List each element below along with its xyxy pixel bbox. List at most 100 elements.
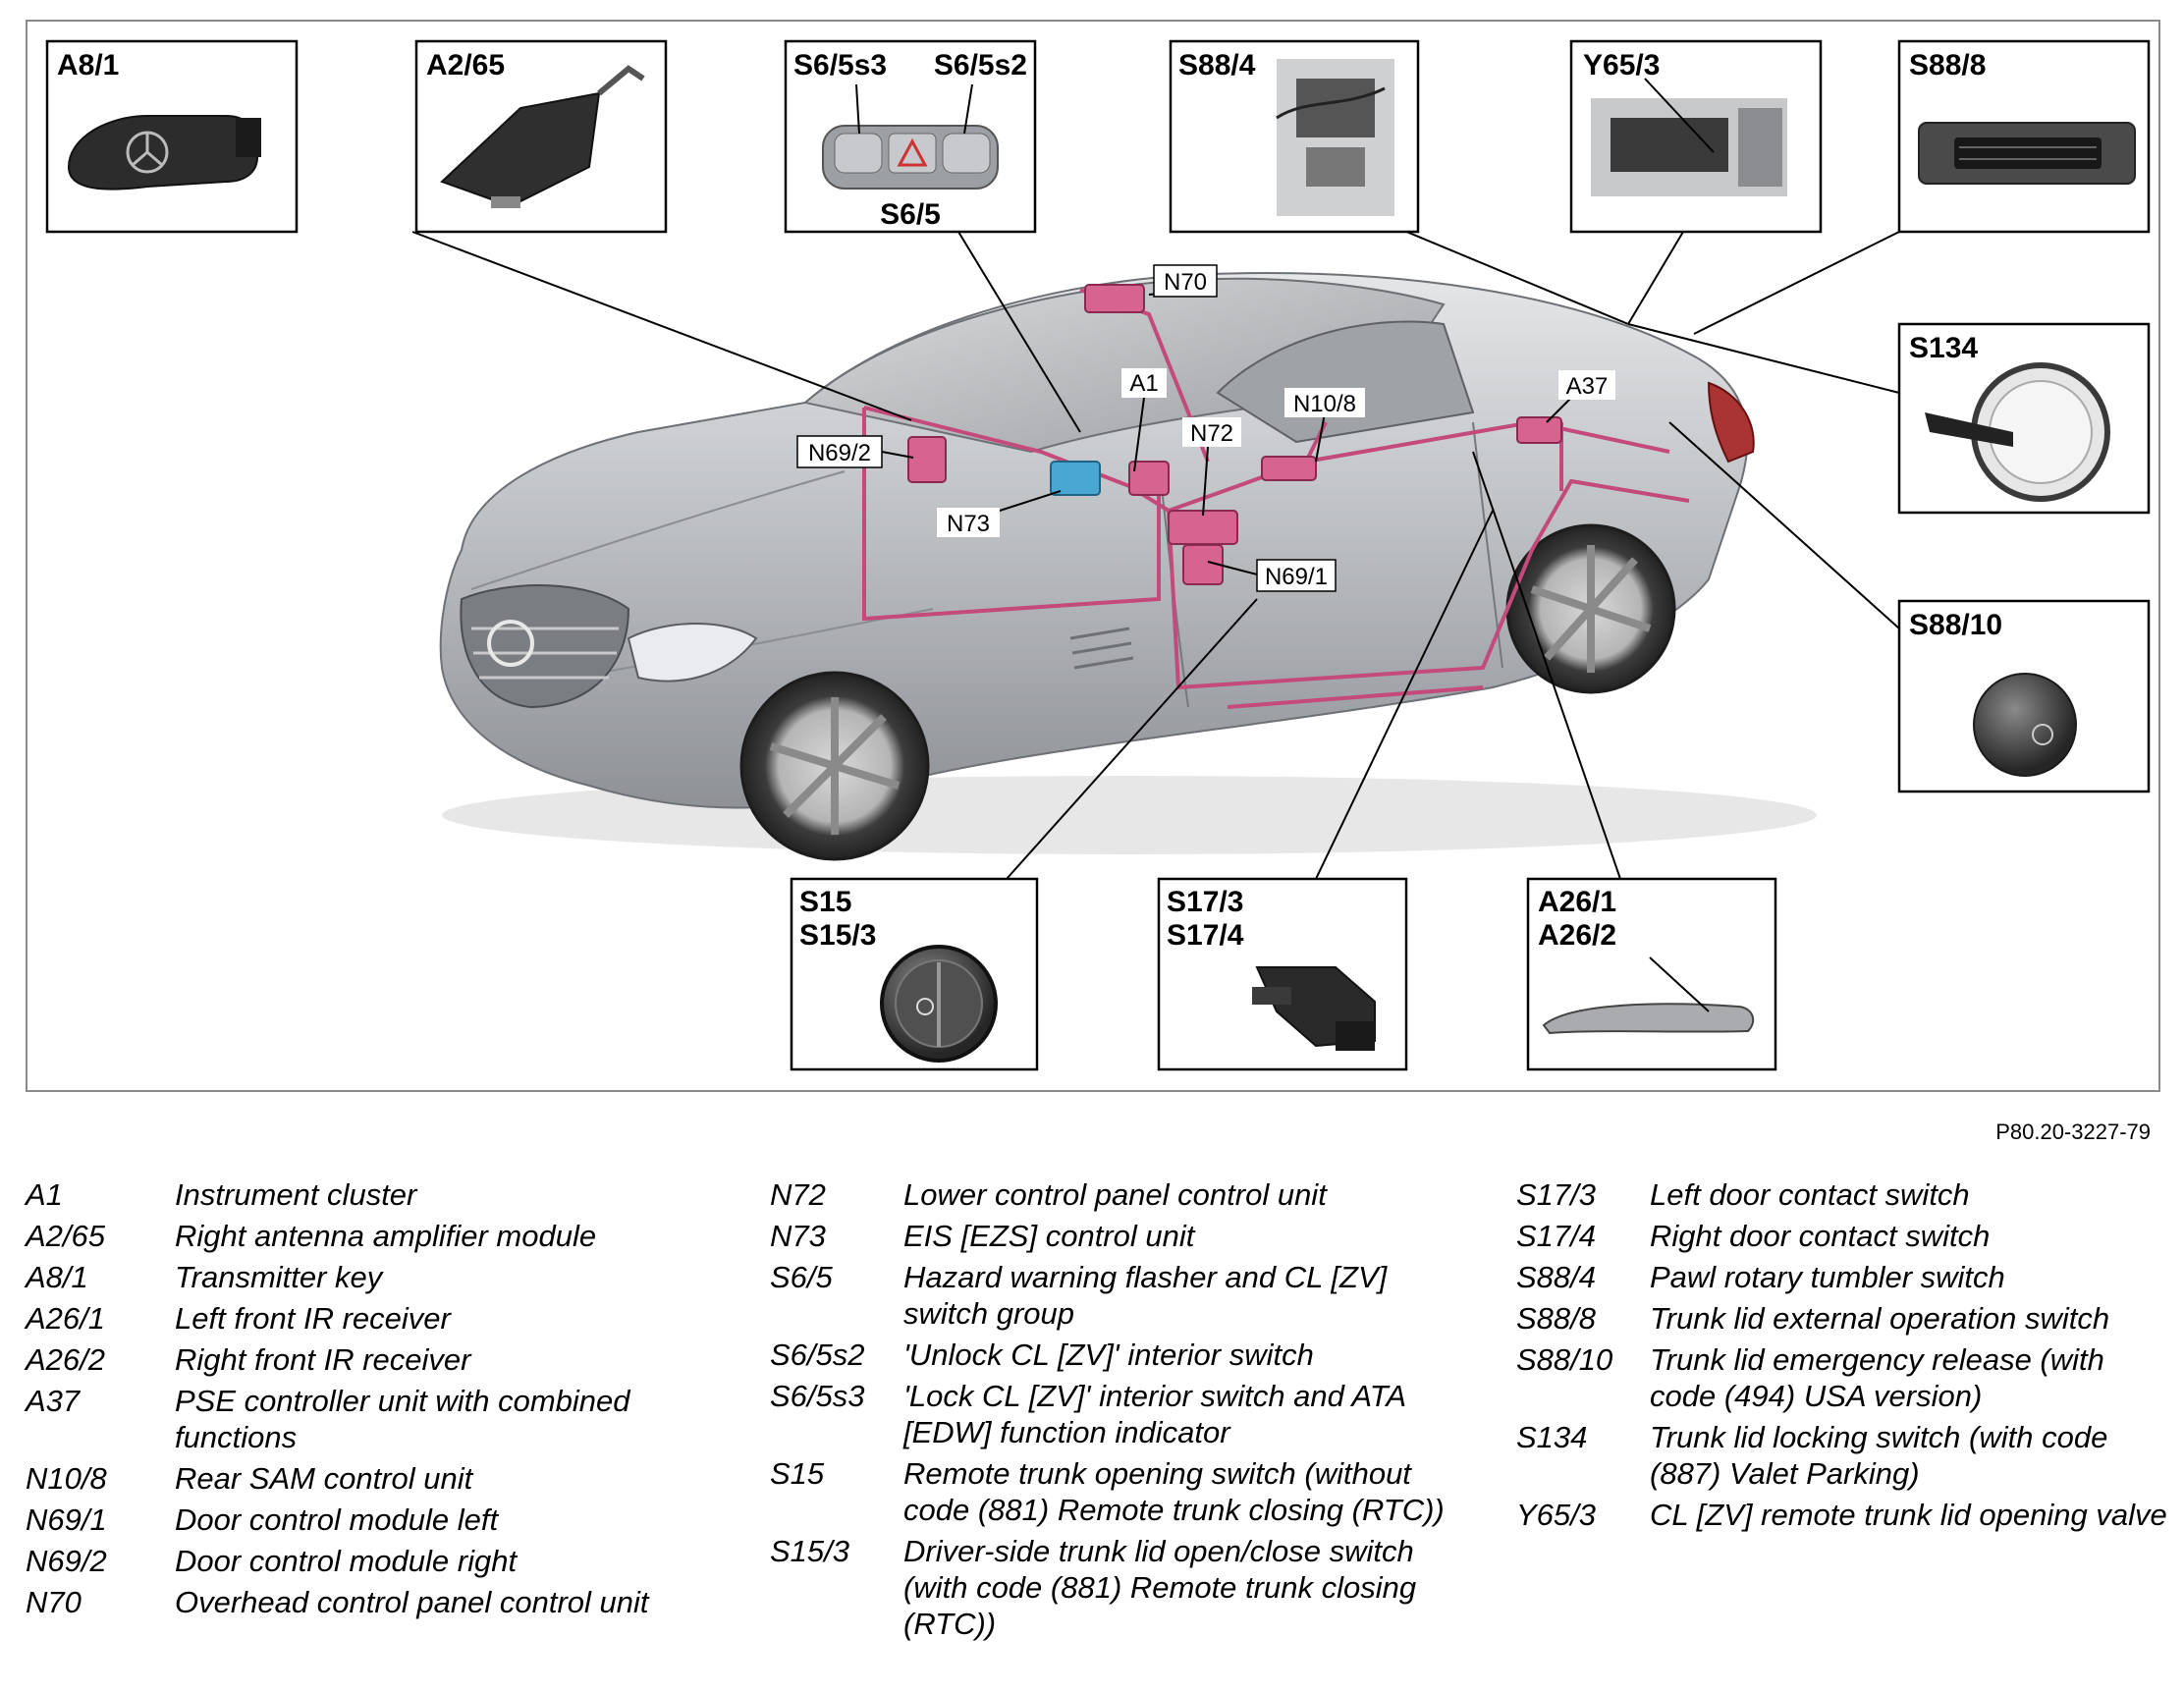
trunk-opening-switch-icon (880, 945, 998, 1063)
component-box-s6-5: S6/5s3 S6/5s2 S6/5 (784, 39, 1037, 234)
legend-row: N69/1 Door control module left (26, 1502, 742, 1538)
component-box-s15: S15 S15/3 (790, 877, 1039, 1071)
legend-description: 'Lock CL [ZV]' interior switch and ATA [… (903, 1379, 1405, 1449)
component-box-s88-10: S88/10 (1897, 599, 2151, 793)
legend-row: S6/5s2'Unlock CL [ZV]' interior switch (770, 1337, 1487, 1373)
legend-code: N70 (26, 1585, 82, 1619)
legend-code: Y65/3 (1516, 1498, 1597, 1532)
legend-row: S17/4 Right door contact switch (1516, 1218, 2174, 1254)
component-box-a2-65: A2/65 (414, 39, 668, 234)
legend-row: Y65/3 CL [ZV] remote trunk lid opening va… (1516, 1497, 2174, 1533)
legend-row: S15/3 Driver-side trunk lid open/close sw… (770, 1533, 1487, 1642)
component-box-a8-1: A8/1 (45, 39, 299, 234)
callout-n70: N70 (1164, 269, 1207, 296)
legend-code: A2/65 (26, 1219, 106, 1253)
transmitter-key-icon (67, 115, 261, 191)
hazard-switch-group-icon (822, 125, 999, 190)
legend-code: N69/2 (26, 1544, 107, 1578)
legend-code: S6/5s3 (770, 1379, 865, 1413)
legend-description: Left front IR receiver (175, 1301, 451, 1336)
legend-description: Remote trunk opening switch (without cod… (903, 1456, 1445, 1527)
svg-text:A2/65: A2/65 (426, 49, 505, 82)
component-box-a26: A26/1 A26/2 (1526, 877, 1777, 1071)
callout-n72: N72 (1190, 420, 1233, 447)
door-contact-switch-icon (1252, 966, 1376, 1051)
legend-row: N69/2 Door control module right (26, 1543, 742, 1579)
svg-text:A8/1: A8/1 (57, 49, 119, 82)
svg-text:S17/4: S17/4 (1167, 919, 1244, 952)
legend-description: CL [ZV] remote trunk lid opening valve (1650, 1498, 2167, 1532)
legend-row: N70 Overhead control panel control unit (26, 1584, 742, 1620)
svg-text:Y65/3: Y65/3 (1583, 49, 1660, 82)
legend-description: Rear SAM control unit (175, 1461, 473, 1496)
svg-text:S6/5s3: S6/5s3 (793, 49, 887, 82)
callout-a37: A37 (1566, 373, 1609, 400)
legend-description: Door control module left (175, 1502, 499, 1537)
svg-text:S88/8: S88/8 (1909, 49, 1986, 82)
legend-code: S15 (770, 1456, 825, 1491)
svg-text:S88/10: S88/10 (1909, 609, 2002, 641)
svg-text:S6/5: S6/5 (880, 198, 941, 231)
legend-code: S15/3 (770, 1534, 850, 1568)
legend-row: N10/8 Rear SAM control unit (26, 1460, 742, 1497)
legend-description: Lower control panel control unit (903, 1177, 1327, 1212)
legend-description: 'Unlock CL [ZV]' interior switch (903, 1338, 1314, 1372)
legend-code: N69/1 (26, 1502, 107, 1537)
svg-text:S6/5s2: S6/5s2 (934, 49, 1027, 82)
svg-text:A26/2: A26/2 (1538, 919, 1616, 952)
legend-description: Right door contact switch (1650, 1219, 1991, 1253)
legend-code: S6/5 (770, 1260, 833, 1294)
component-box-s88-4: S88/4 (1169, 39, 1420, 234)
legend-row: S6/5s3 'Lock CL [ZV]' interior switch and… (770, 1378, 1487, 1450)
legend-description: Driver-side trunk lid open/close switch … (903, 1534, 1417, 1641)
legend-code: S17/4 (1516, 1219, 1597, 1253)
svg-text:S134: S134 (1909, 332, 1978, 364)
legend-description: Overhead control panel control unit (175, 1585, 649, 1619)
legend-description: Pawl rotary tumbler switch (1650, 1260, 2005, 1294)
trunk-external-switch-icon (1918, 122, 2136, 185)
legend-code: A37 (26, 1384, 81, 1418)
emergency-release-icon (1973, 673, 2077, 777)
legend-code: A26/2 (26, 1342, 106, 1377)
component-box-y65-3: Y65/3 (1569, 39, 1823, 234)
callout-n69-1: N69/1 (1265, 564, 1328, 590)
antenna-amplifier-icon (440, 65, 645, 208)
legend-code: N73 (770, 1219, 826, 1253)
legend-description: Trunk lid emergency release (with code (… (1650, 1342, 2104, 1413)
legend-code: S134 (1516, 1420, 1588, 1454)
legend-row: N73 EIS [EZS] control unit (770, 1218, 1487, 1254)
svg-text:A26/1: A26/1 (1538, 886, 1616, 918)
legend-code: A1 (26, 1177, 63, 1212)
pawl-tumbler-switch-icon (1276, 59, 1394, 216)
legend-description: Right front IR receiver (175, 1342, 471, 1377)
control-modules (907, 284, 1562, 585)
legend-code: N10/8 (26, 1461, 107, 1496)
door-handle-ir-receiver-icon (1542, 956, 1755, 1035)
svg-text:S15: S15 (799, 886, 851, 918)
callout-n10-8: N10/8 (1293, 391, 1356, 417)
component-box-s134: S134 (1897, 322, 2151, 515)
trunk-valve-icon (1591, 78, 1787, 196)
legend-description: Hazard warning flasher and CL [ZV] switc… (903, 1260, 1388, 1331)
legend-description: PSE controller unit with combined functi… (175, 1384, 630, 1454)
figure-id: P80.20-3227-79 (1995, 1120, 2151, 1144)
legend-row: A26/2 Right front IR receiver (26, 1341, 742, 1378)
legend-code: S88/4 (1516, 1260, 1597, 1294)
legend-row: A37 PSE controller unit with combined fun… (26, 1383, 742, 1455)
legend-code: S88/8 (1516, 1301, 1597, 1336)
callout-n69-2: N69/2 (808, 440, 871, 466)
car-illustration (439, 272, 1817, 861)
legend-description: EIS [EZS] control unit (903, 1219, 1195, 1253)
component-box-s17: S17/3 S17/4 (1157, 877, 1408, 1071)
svg-text:S15/3: S15/3 (799, 919, 876, 952)
legend-description: Door control module right (175, 1544, 518, 1578)
